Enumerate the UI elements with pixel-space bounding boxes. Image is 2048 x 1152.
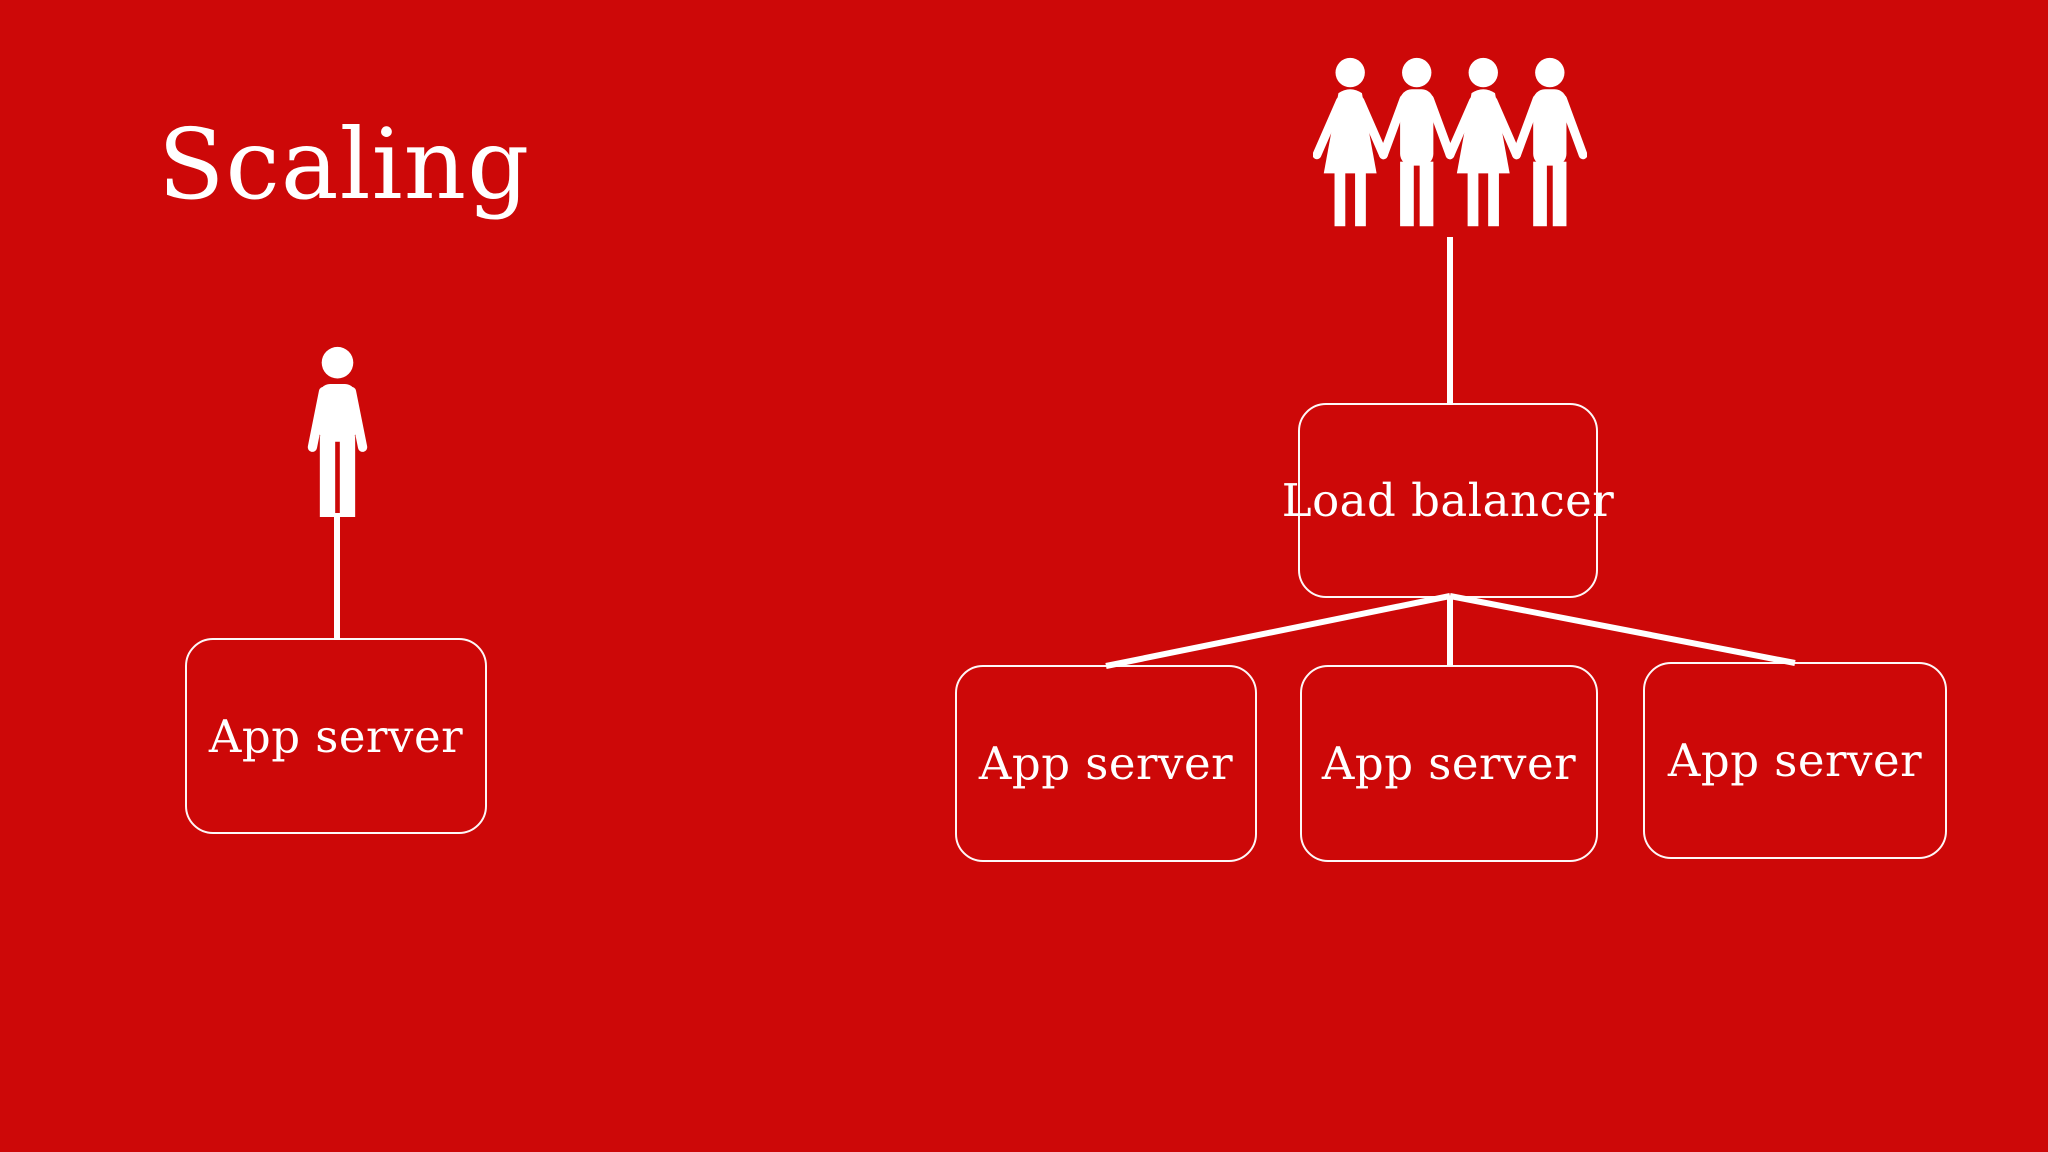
- woman-silhouette: [1445, 57, 1521, 227]
- man-silhouette: [1512, 57, 1587, 227]
- connector-lb-to-app-server-1: [1105, 593, 1451, 669]
- node-app-server-2: App server: [1300, 665, 1598, 862]
- connector-lb-to-app-server-3: [1449, 593, 1796, 666]
- node-app-server-1: App server: [955, 665, 1257, 862]
- node-app-server-single: App server: [185, 638, 487, 834]
- node-load-balancer: Load balancer: [1282, 403, 1614, 598]
- node-label: App server: [1667, 734, 1923, 787]
- woman-silhouette: [1313, 57, 1388, 227]
- node-label: App server: [1321, 737, 1577, 790]
- page-title: Scaling: [158, 108, 531, 221]
- single-person-icon: [307, 346, 368, 517]
- node-label: App server: [978, 737, 1234, 790]
- node-app-server-3: App server: [1643, 662, 1947, 859]
- people-group-icon: [1313, 57, 1587, 227]
- node-label: App server: [208, 709, 464, 763]
- node-label: Load balancer: [1281, 474, 1615, 527]
- man-silhouette: [1379, 57, 1455, 227]
